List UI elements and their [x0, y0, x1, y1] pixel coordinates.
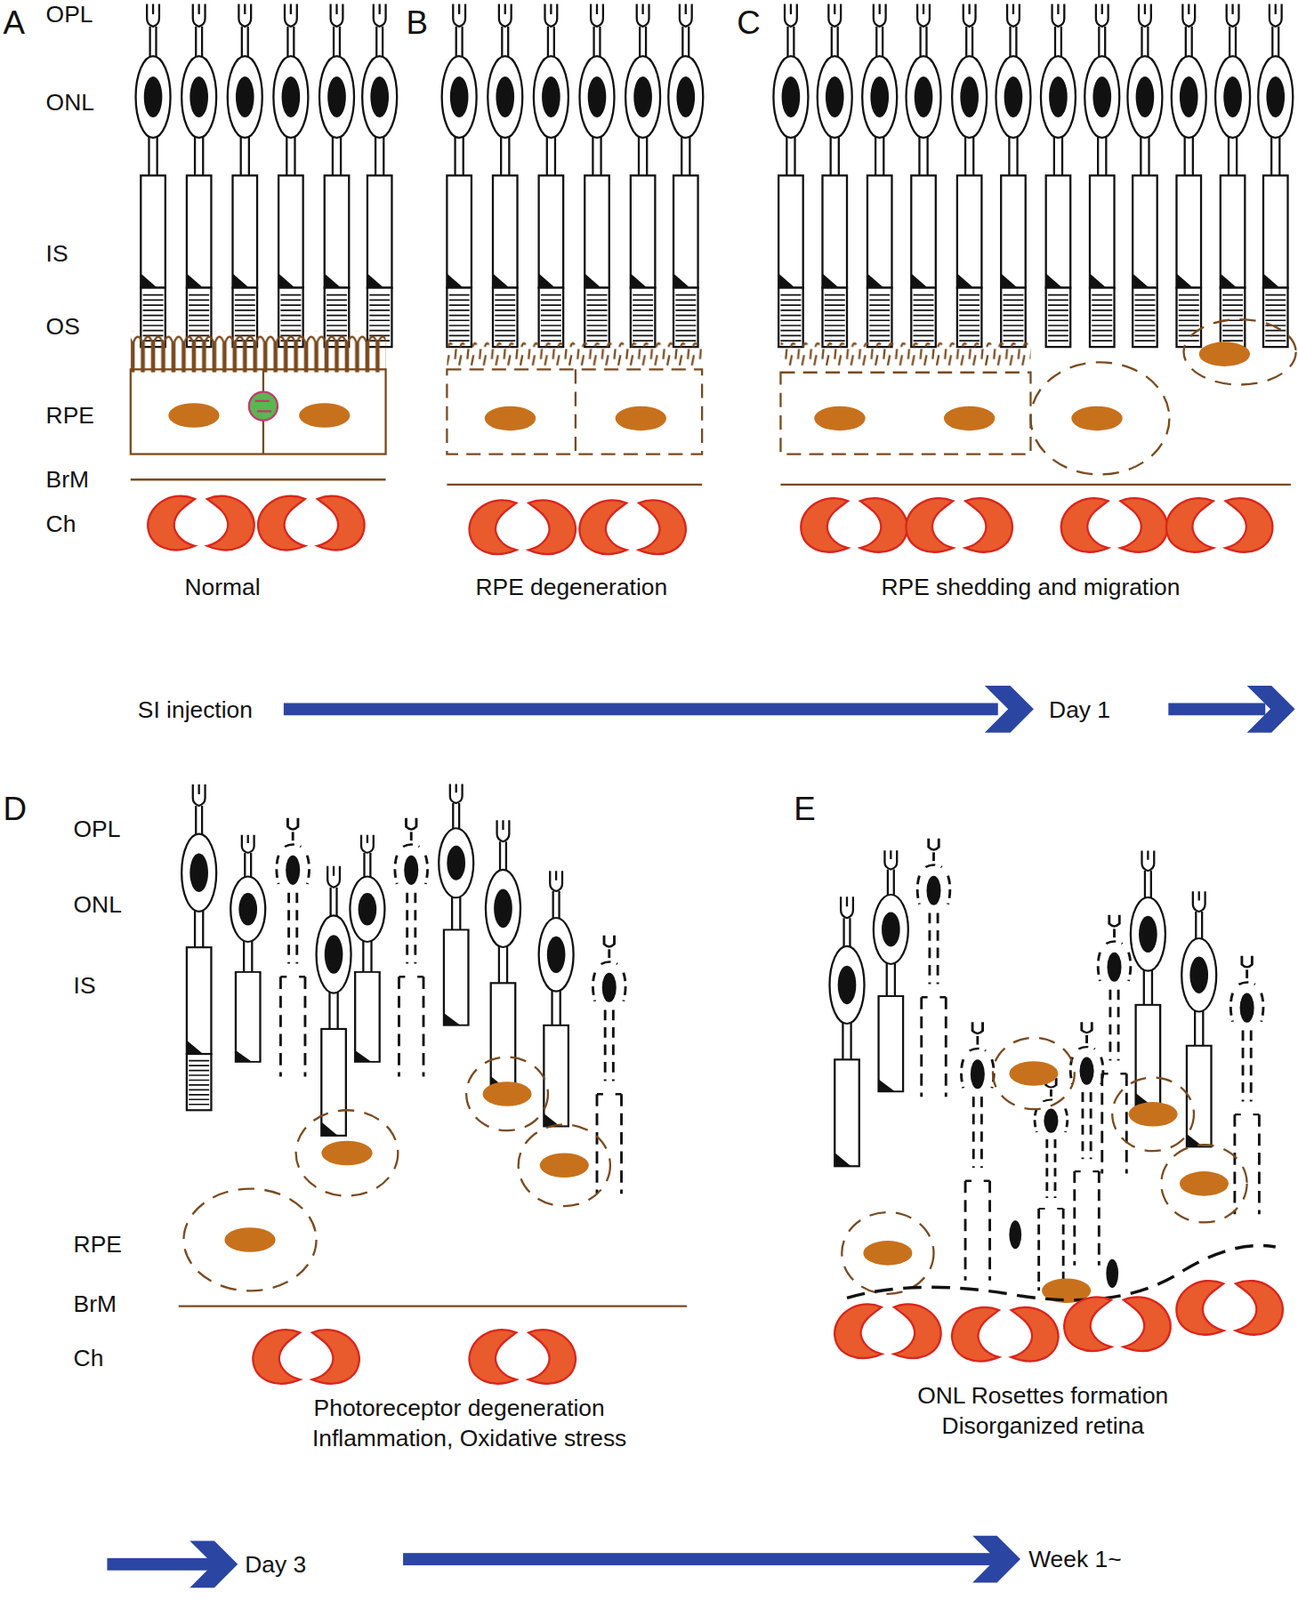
panel-e: [830, 838, 1283, 1363]
panel-caption: RPE shedding and migration: [881, 573, 1181, 601]
layer-label: OPL: [73, 814, 121, 842]
timeline-label: SI injection: [137, 695, 253, 723]
panel-d: [178, 784, 687, 1385]
panel-caption: Disorganized retina: [942, 1412, 1145, 1440]
layer-label: IS: [46, 239, 69, 267]
panel-caption: Photoreceptor degeneration: [314, 1394, 605, 1422]
layer-label: IS: [73, 972, 97, 1000]
panel-a: [130, 4, 397, 551]
layer-label: OS: [46, 313, 81, 340]
panel-letter: C: [736, 3, 761, 41]
timeline-arrows: [106, 685, 1295, 1589]
layer-label: RPE: [73, 1230, 122, 1258]
timeline-label: Day 1: [1048, 695, 1111, 723]
layer-label: Ch: [46, 509, 77, 537]
layer-label: RPE: [46, 402, 95, 429]
panel-b: [442, 4, 704, 555]
layer-label: ONL: [46, 88, 95, 116]
layer-label: BrM: [46, 466, 89, 493]
panel-caption: Inflammation, Oxidative stress: [312, 1424, 627, 1452]
layer-label: OPL: [46, 0, 94, 28]
panel-letter: D: [2, 790, 27, 829]
timeline-label: Day 3: [244, 1551, 307, 1579]
panel-caption: ONL Rosettes formation: [917, 1381, 1169, 1409]
layer-label: Ch: [73, 1345, 105, 1372]
timeline-label: Week 1~: [1028, 1546, 1121, 1573]
panel-letter: A: [2, 3, 25, 41]
panel-c: [773, 4, 1296, 553]
layer-label: ONL: [73, 890, 122, 918]
panel-letter: E: [793, 790, 815, 829]
panel-caption: RPE degeneration: [475, 573, 669, 601]
layer-label: BrM: [73, 1290, 117, 1318]
panel-caption: Normal: [185, 573, 261, 601]
panel-letter: B: [406, 3, 428, 41]
